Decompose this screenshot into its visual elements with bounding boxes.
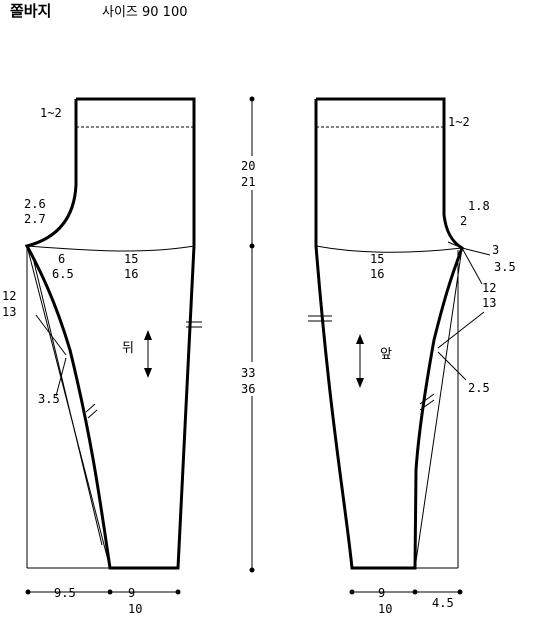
dimension-dot [107, 589, 113, 595]
dimension-dot [175, 589, 181, 595]
back-hem-width-1: 9 [128, 586, 135, 600]
front-offset-pointer [437, 351, 467, 381]
dimension-dot [249, 96, 255, 102]
back-hem-width-2: 10 [128, 602, 142, 616]
front-crotch-ext-2: 3.5 [494, 260, 516, 274]
back-label: 뒤 [122, 341, 134, 356]
leg-length-1: 33 [241, 366, 255, 380]
back-offset-pointer [55, 357, 67, 397]
pattern-title: 쫄바지 [10, 2, 51, 20]
front-hip-line [315, 245, 463, 253]
front-outline [314, 97, 464, 570]
back-guide-diagonal-2 [33, 261, 103, 546]
leg-length-2: 36 [241, 382, 255, 396]
front-waistband-label: 1~2 [448, 115, 470, 129]
front-inseam-2: 13 [482, 296, 496, 310]
arrow-up-icon [144, 330, 152, 340]
front-ext-pointer [461, 247, 491, 256]
back-crotch-width-2: 6.5 [52, 267, 74, 281]
back-piece: 뒤 1~2 2.6 2.7 6 6.5 15 16 12 13 3.5 9.5 … [2, 97, 202, 616]
front-curve-pointer [447, 241, 463, 249]
back-crotch-width-1: 6 [58, 252, 65, 266]
back-inseam-1: 12 [2, 289, 16, 303]
front-curve-depth-1: 1.8 [468, 199, 490, 213]
front-hip-width-2: 16 [370, 267, 384, 281]
front-inseam-1: 12 [482, 281, 496, 295]
dimension-dot [25, 589, 31, 595]
front-curve-depth-2: 2 [460, 214, 467, 228]
back-curve-offset: 3.5 [38, 392, 60, 406]
front-ext-pointer-2 [461, 247, 483, 285]
front-inseam-pointer [437, 311, 485, 349]
dimension-dot [457, 589, 463, 595]
arrow-down-icon [356, 378, 364, 388]
back-curve-depth-1: 2.6 [24, 197, 46, 211]
back-outline [24, 97, 196, 570]
dimension-dot [349, 589, 355, 595]
back-hip-width-1: 15 [124, 252, 138, 266]
back-guide-short [35, 314, 67, 356]
front-crotch-ext-1: 3 [492, 243, 499, 257]
dimension-dot [249, 567, 255, 573]
back-hip-width-2: 16 [124, 267, 138, 281]
arrow-up-icon [356, 334, 364, 344]
back-hem-left-label: 9.5 [54, 586, 76, 600]
front-hem-width-2: 10 [378, 602, 392, 616]
front-hatch-mark [419, 393, 435, 405]
rise-2: 21 [241, 175, 255, 189]
front-hatch-mark [419, 399, 435, 411]
back-hip-line [26, 245, 195, 252]
arrow-down-icon [144, 368, 152, 378]
front-hem-right-label: 4.5 [432, 596, 454, 610]
front-curve-offset: 2.5 [468, 381, 490, 395]
center-measures: 20 21 33 36 [238, 96, 268, 573]
size-label: 사이즈 90 100 [102, 5, 188, 20]
back-curve-depth-2: 2.7 [24, 212, 46, 226]
front-label: 앞 [380, 347, 392, 362]
back-inseam-2: 13 [2, 305, 16, 319]
front-guide-diagonal [414, 247, 463, 569]
dimension-dot [412, 589, 418, 595]
front-piece: 앞 1~2 1.8 2 3 3.5 15 16 12 13 2.5 9 10 4… [308, 97, 516, 616]
dimension-dot [249, 243, 255, 249]
back-waistband-label: 1~2 [40, 106, 62, 120]
back-hatch-mark [87, 409, 98, 419]
front-hip-width-1: 15 [370, 252, 384, 266]
back-hatch-mark [85, 403, 96, 413]
rise-1: 20 [241, 159, 255, 173]
front-hem-width-1: 9 [378, 586, 385, 600]
